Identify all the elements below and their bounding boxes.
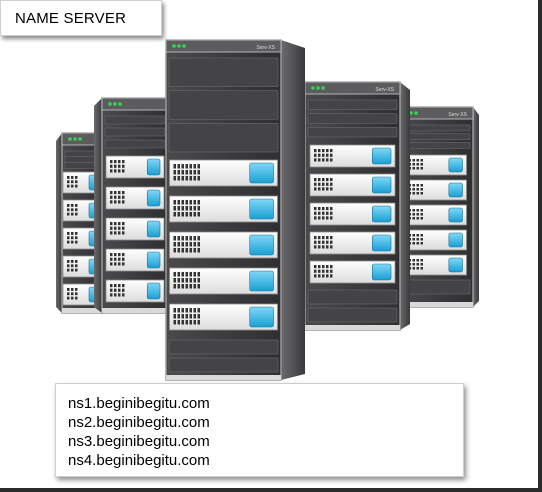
display-screen: [249, 234, 274, 256]
nameserver-item: ns2.beginibegitu.com: [68, 414, 210, 431]
page-title: NAME SERVER: [15, 10, 127, 27]
display-screen: [371, 263, 392, 281]
display-screen: [448, 207, 463, 223]
display-screen: [448, 182, 463, 198]
display-screen: [146, 220, 161, 238]
display-screen: [249, 162, 274, 184]
title-box: NAME SERVER: [0, 0, 162, 36]
display-screen: [371, 176, 392, 194]
display-screen: [146, 189, 161, 207]
display-screen: [371, 147, 392, 165]
server-rack: Serv-XS: [397, 106, 479, 308]
led-icon: [172, 44, 176, 48]
brand-label: Serv-XS: [256, 45, 275, 51]
nameserver-list: ns1.beginibegitu.com ns2.beginibegitu.co…: [55, 383, 464, 477]
led-icon: [177, 44, 181, 48]
display-screen: [249, 198, 274, 220]
display-screen: [249, 306, 274, 328]
display-screen: [371, 205, 392, 223]
led-icon: [78, 137, 82, 141]
led-icon: [409, 111, 413, 115]
display-screen: [249, 270, 274, 292]
led-icon: [414, 111, 418, 115]
led-icon: [108, 102, 112, 106]
frame-border-right: [538, 0, 542, 492]
frame-border-bottom: [0, 488, 542, 492]
server-rack: Serv-XS: [304, 81, 410, 331]
led-icon: [182, 44, 186, 48]
led-icon: [316, 86, 320, 90]
led-icon: [311, 86, 315, 90]
display-screen: [371, 234, 392, 252]
nameserver-item: ns4.beginibegitu.com: [68, 452, 210, 469]
led-icon: [73, 137, 77, 141]
display-screen: [146, 251, 161, 269]
display-screen: [448, 257, 463, 273]
display-screen: [448, 157, 463, 173]
led-icon: [321, 86, 325, 90]
brand-label: Serv-XS: [448, 112, 467, 118]
display-screen: [146, 282, 161, 300]
nameserver-item: ns1.beginibegitu.com: [68, 395, 210, 412]
server-rack: [94, 97, 169, 314]
nameserver-item: ns3.beginibegitu.com: [68, 433, 210, 450]
led-icon: [118, 102, 122, 106]
led-icon: [68, 137, 72, 141]
display-screen: [448, 232, 463, 248]
brand-label: Serv-XS: [375, 87, 394, 93]
led-icon: [113, 102, 117, 106]
server-rack: Serv-XS: [165, 39, 305, 381]
display-screen: [146, 158, 161, 176]
